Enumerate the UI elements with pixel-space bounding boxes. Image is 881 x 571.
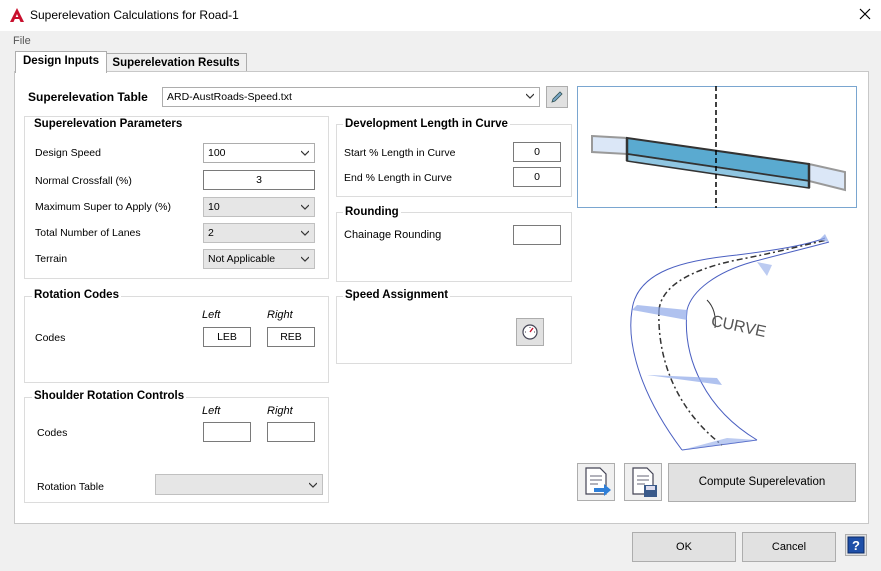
normal-crossfall-label: Normal Crossfall (%) bbox=[35, 175, 132, 187]
close-icon bbox=[859, 8, 871, 20]
lanes-label: Total Number of Lanes bbox=[35, 227, 141, 239]
design-speed-label: Design Speed bbox=[35, 147, 101, 159]
rotation-codes-label: Codes bbox=[35, 332, 66, 344]
menu-file[interactable]: File bbox=[13, 35, 31, 47]
app-logo-icon bbox=[10, 8, 24, 22]
rotation-left-label: Left bbox=[202, 309, 221, 321]
superelevation-table-select[interactable]: ARD-AustRoads-Speed.txt bbox=[162, 87, 540, 107]
import-file-icon bbox=[585, 467, 611, 496]
ok-button[interactable]: OK bbox=[632, 532, 736, 562]
parameters-title: Superelevation Parameters bbox=[34, 118, 183, 130]
title-bar bbox=[0, 0, 881, 31]
help-icon: ? bbox=[847, 536, 865, 554]
pencil-icon bbox=[551, 91, 563, 103]
normal-crossfall-input[interactable]: 3 bbox=[203, 170, 315, 190]
max-super-value: 10 bbox=[208, 201, 220, 213]
rounding-title: Rounding bbox=[343, 206, 401, 218]
help-button[interactable]: ? bbox=[845, 534, 867, 556]
lanes-value: 2 bbox=[208, 227, 214, 239]
max-super-label: Maximum Super to Apply (%) bbox=[35, 201, 171, 213]
rounding-group bbox=[336, 212, 572, 282]
shoulder-right-input[interactable] bbox=[267, 422, 315, 442]
end-length-input[interactable]: 0 bbox=[513, 167, 561, 187]
terrain-label: Terrain bbox=[35, 253, 68, 265]
max-super-select[interactable]: 10 bbox=[203, 197, 315, 217]
chainage-rounding-input[interactable] bbox=[513, 225, 561, 245]
curve-road-illustration: CURVE bbox=[630, 234, 830, 451]
shoulder-left-label: Left bbox=[202, 405, 221, 417]
chevron-down-icon bbox=[526, 93, 534, 99]
superelevation-table-value: ARD-AustRoads-Speed.txt bbox=[167, 91, 292, 103]
save-button[interactable] bbox=[624, 463, 662, 501]
rotation-table-label: Rotation Table bbox=[37, 481, 104, 493]
chainage-rounding-label: Chainage Rounding bbox=[344, 229, 442, 241]
rotation-right-input[interactable]: REB bbox=[267, 327, 315, 347]
chevron-down-icon bbox=[301, 204, 309, 210]
chevron-down-icon bbox=[301, 230, 309, 236]
edit-table-button[interactable] bbox=[546, 86, 568, 108]
design-speed-value: 100 bbox=[208, 147, 226, 159]
lanes-select[interactable]: 2 bbox=[203, 223, 315, 243]
shoulder-left-input[interactable] bbox=[203, 422, 251, 442]
start-length-input[interactable]: 0 bbox=[513, 142, 561, 162]
rotation-left-input[interactable]: LEB bbox=[203, 327, 251, 347]
speedometer-icon bbox=[522, 324, 538, 340]
tab-superelevation-results[interactable]: Superelevation Results bbox=[105, 53, 247, 73]
chevron-down-icon bbox=[301, 150, 309, 156]
start-length-label: Start % Length in Curve bbox=[344, 147, 456, 159]
rotation-codes-title: Rotation Codes bbox=[32, 289, 121, 301]
speed-assignment-button[interactable] bbox=[516, 318, 544, 346]
close-button[interactable] bbox=[856, 5, 874, 23]
rotation-right-label: Right bbox=[267, 309, 293, 321]
superelevation-table-label: Superelevation Table bbox=[28, 90, 148, 104]
cancel-button[interactable]: Cancel bbox=[742, 532, 836, 562]
compute-superelevation-button[interactable]: Compute Superelevation bbox=[668, 463, 856, 502]
chevron-down-icon bbox=[309, 482, 317, 488]
shoulder-title: Shoulder Rotation Controls bbox=[32, 390, 187, 402]
cross-section-illustration bbox=[577, 86, 857, 208]
svg-text:?: ? bbox=[852, 538, 860, 553]
window-title: Superelevation Calculations for Road-1 bbox=[30, 8, 239, 22]
design-speed-select[interactable]: 100 bbox=[203, 143, 315, 163]
chevron-down-icon bbox=[301, 256, 309, 262]
curve-label: CURVE bbox=[709, 313, 767, 341]
terrain-select[interactable]: Not Applicable bbox=[203, 249, 315, 269]
rotation-table-select[interactable] bbox=[155, 474, 323, 495]
shoulder-codes-label: Codes bbox=[37, 427, 68, 439]
save-file-icon bbox=[632, 467, 657, 497]
tab-design-inputs[interactable]: Design Inputs bbox=[15, 51, 107, 73]
shoulder-right-label: Right bbox=[267, 405, 293, 417]
speed-assignment-title: Speed Assignment bbox=[343, 289, 451, 301]
terrain-value: Not Applicable bbox=[208, 253, 276, 265]
development-title: Development Length in Curve bbox=[343, 118, 510, 130]
end-length-label: End % Length in Curve bbox=[344, 172, 452, 184]
menu-bar bbox=[0, 31, 881, 50]
import-button[interactable] bbox=[577, 463, 615, 501]
